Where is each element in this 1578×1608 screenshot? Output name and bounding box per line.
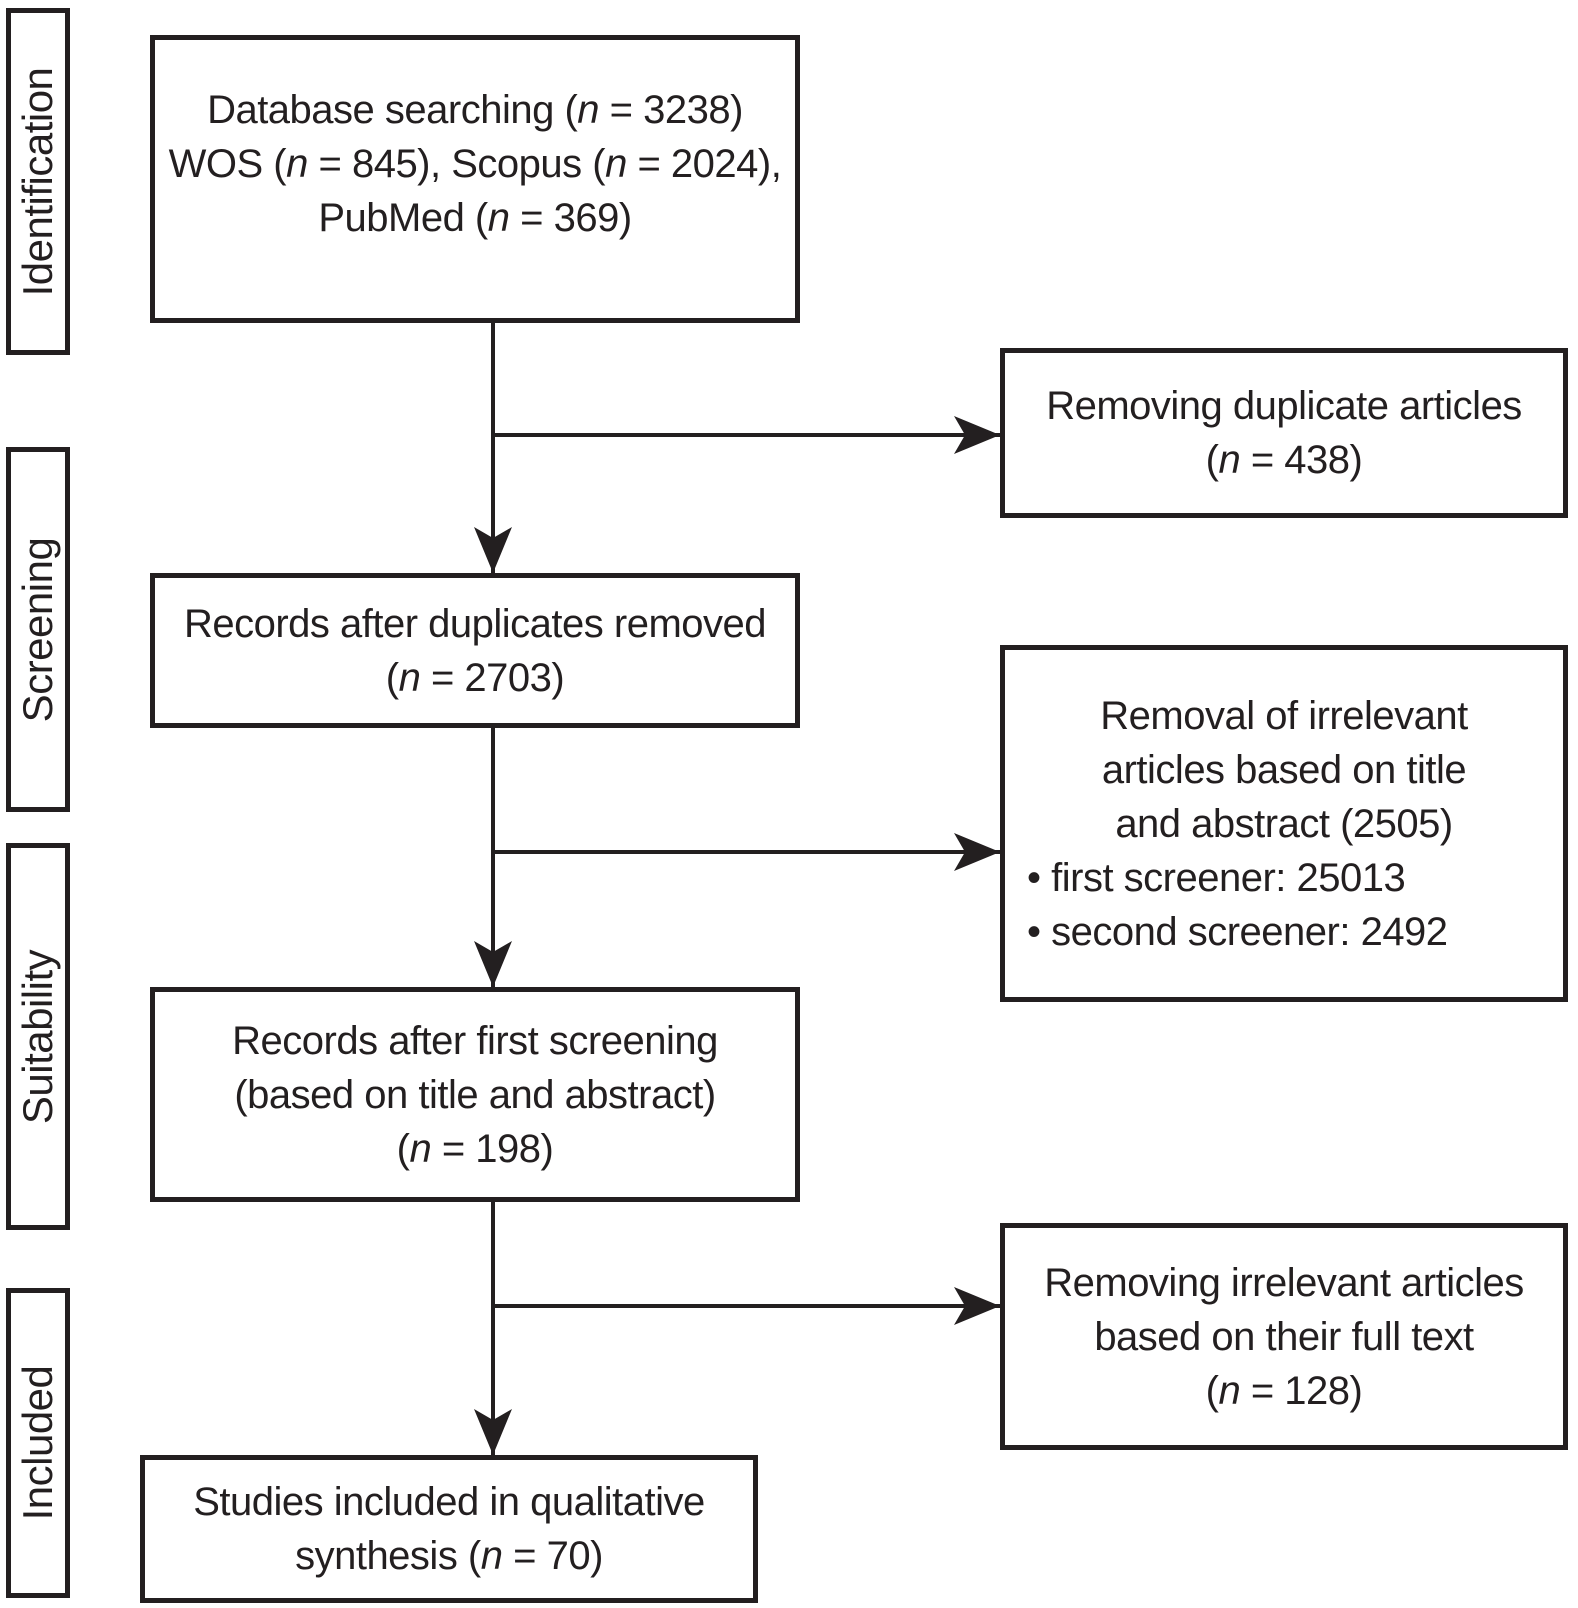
box-text-line: (based on title and abstract): [234, 1072, 716, 1117]
box-text-line: synthesis (n = 70): [295, 1534, 603, 1578]
stage-label-screening: Screening: [14, 537, 61, 722]
stage-box-included: Included: [6, 1288, 70, 1598]
box-records-after-first-screening: Records after first screening (based on …: [150, 987, 800, 1202]
box-bullet-line: • second screener: 2492: [1027, 909, 1448, 954]
box-text-line: PubMed (n = 369): [318, 196, 632, 240]
stage-box-screening: Screening: [6, 447, 70, 812]
stage-label-suitability: Suitability: [14, 949, 61, 1124]
box-text-line: WOS (n = 845), Scopus (n = 2024),: [168, 142, 782, 186]
stage-box-suitability: Suitability: [6, 843, 70, 1230]
box-text-line: Removing irrelevant articles: [1044, 1260, 1524, 1305]
connector-screening-to-suitability: [491, 728, 495, 987]
branch-to-removal-irrelevant-title-abstract: [493, 850, 1000, 854]
box-database-searching: Database searching (n = 3238) WOS (n = 8…: [150, 35, 800, 323]
box-text-line: Database searching (n = 3238): [207, 88, 743, 132]
branch-to-removing-duplicates: [493, 433, 1000, 437]
connector-identification-to-screening: [491, 323, 495, 573]
box-text-line: Removal of irrelevant: [1100, 693, 1468, 738]
box-text-line: Records after first screening: [232, 1018, 718, 1063]
box-removing-irrelevant-full-text: Removing irrelevant articles based on th…: [1000, 1223, 1568, 1450]
box-text-line: (n = 198): [396, 1126, 554, 1171]
box-studies-included-qualitative-synthesis: Studies included in qualitative synthesi…: [140, 1455, 758, 1603]
box-removal-irrelevant-title-abstract: Removal of irrelevant articles based on …: [1000, 645, 1568, 1002]
stage-box-identification: Identification: [6, 8, 70, 355]
box-bullet-line: • first screener: 25013: [1027, 855, 1406, 900]
box-text-line: and abstract (2505): [1115, 801, 1453, 846]
stage-label-included: Included: [14, 1365, 61, 1521]
box-text-line: (n = 2703): [385, 655, 565, 700]
box-text-line: Removing duplicate articles: [1046, 384, 1522, 428]
box-removing-duplicate-articles: Removing duplicate articles (n = 438): [1000, 348, 1568, 518]
box-text-line: Studies included in qualitative: [193, 1480, 705, 1524]
box-text-line: articles based on title: [1101, 747, 1467, 792]
box-text-line: based on their full text: [1094, 1314, 1474, 1359]
box-records-after-duplicates-removed: Records after duplicates removed (n = 27…: [150, 573, 800, 728]
stage-label-identification: Identification: [14, 67, 61, 296]
branch-to-removing-irrelevant-full-text: [493, 1304, 1000, 1308]
connector-suitability-to-included: [491, 1202, 495, 1455]
box-text-line: (n = 438): [1205, 438, 1363, 482]
box-text-line: Records after duplicates removed: [183, 601, 767, 646]
box-text-line: (n = 128): [1205, 1368, 1363, 1413]
